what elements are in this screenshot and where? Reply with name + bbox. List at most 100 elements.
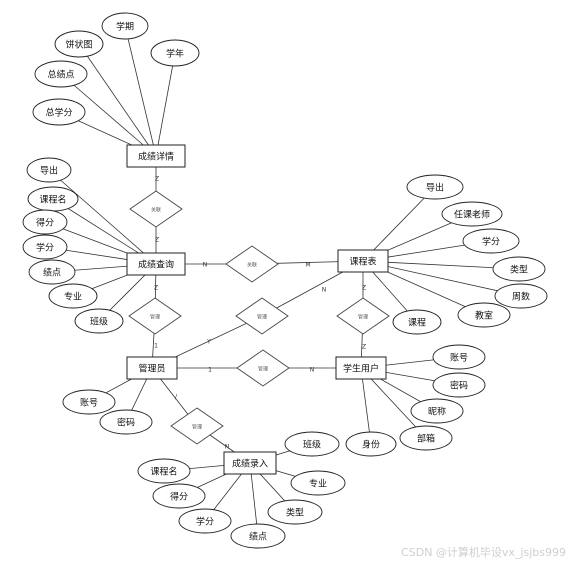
cardinality-label: Z	[155, 176, 159, 183]
attribute-a_cx_df: 得分	[22, 209, 68, 235]
relationship-r4: 管理	[235, 297, 289, 335]
attribute-label: 绩点	[43, 267, 61, 279]
attribute-label: 类型	[510, 264, 528, 276]
attribute-label: 课程	[408, 318, 426, 329]
entity-label: 管理员	[138, 363, 165, 375]
entity-cjlr: 成绩录入	[223, 451, 277, 475]
attribute-a_kc_js: 教室	[457, 302, 511, 328]
edges	[44, 25, 522, 537]
attribute-a_xs_bm: 部箱	[399, 425, 453, 451]
attribute-a_xs_mm: 密码	[432, 372, 486, 398]
relationship-label: 管理	[150, 314, 160, 321]
attribute-label: 部箱	[417, 433, 435, 445]
edge-a_xq_bz	[78, 43, 157, 157]
cardinality-label: N	[203, 262, 208, 269]
cardinality-label: Z	[154, 285, 158, 292]
entity-cjxq: 成绩详情	[126, 144, 186, 168]
attribute-label: 学分	[482, 236, 500, 248]
relationship-r6: 管理	[236, 349, 290, 387]
attribute-label: 班级	[90, 316, 108, 328]
edge-a_kc_dc	[362, 186, 436, 262]
cardinality-label: N	[225, 444, 230, 451]
attribute-a_xs_nc: 昵称	[410, 398, 464, 424]
relationship-label: 关联	[151, 207, 161, 214]
attribute-label: 导出	[40, 165, 58, 177]
edge-a_kc_zs	[362, 260, 522, 297]
attribute-a_gl_mm: 密码	[99, 409, 153, 435]
edge-a_cx_dc	[48, 169, 157, 265]
cardinality-label: Z	[155, 237, 159, 244]
edge-a_xq_xq	[124, 25, 157, 157]
attribute-a_xq_zjd: 总绩点	[34, 60, 88, 88]
attribute-a_kc_rkls: 任课老师	[441, 201, 503, 227]
attribute-label: 密码	[450, 380, 468, 392]
relationship-r7: 管理	[170, 407, 224, 445]
attribute-label: 类型	[286, 507, 304, 519]
attribute-a_xq_bz: 饼状图	[54, 30, 104, 58]
cardinality-label: Z	[362, 285, 366, 292]
attribute-label: 学年	[166, 48, 184, 60]
attribute-label: 教室	[475, 310, 493, 322]
entity-glr: 管理员	[126, 356, 178, 380]
edge-a_xq_zjd	[60, 73, 157, 157]
attribute-label: 学分	[196, 516, 214, 528]
attribute-a_cx_kcm: 课程名	[27, 186, 79, 212]
cardinality-label: N	[310, 367, 315, 374]
entity-cjcx: 成绩查询	[126, 252, 186, 276]
attribute-label: 身份	[362, 439, 380, 451]
relationship-r1: 关联	[129, 190, 183, 228]
attribute-label: 昵称	[428, 406, 446, 418]
watermark: CSDN @计算机毕设vx_jsjbs999	[401, 545, 566, 559]
attribute-a_xq_zxf: 总学分	[32, 98, 86, 126]
attribute-label: 密码	[117, 417, 135, 429]
entity-label: 成绩录入	[232, 458, 268, 470]
attribute-label: 得分	[36, 217, 54, 229]
entity-kcb: 课程表	[337, 249, 389, 273]
attribute-label: 班级	[303, 439, 321, 451]
attribute-label: 专业	[309, 478, 327, 490]
attribute-label: 总绩点	[47, 69, 74, 81]
relationship-r3: 管理	[128, 297, 182, 335]
cardinality-label: N	[322, 287, 327, 294]
attribute-label: 账号	[450, 353, 468, 364]
attribute-label: 绩点	[249, 531, 267, 543]
relationship-label: 关联	[247, 262, 257, 269]
attribute-a_lr_xf: 学分	[178, 508, 232, 534]
attribute-label: 课程名	[150, 466, 177, 478]
attribute-label: 导出	[426, 182, 444, 194]
cardinality-label: 1	[154, 343, 158, 350]
relationship-label: 管理	[257, 314, 267, 321]
relationship-label: 管理	[192, 424, 202, 431]
entity-label: 成绩查询	[138, 259, 174, 271]
attribute-label: 学期	[116, 21, 134, 33]
attribute-a_kc_lx: 类型	[492, 256, 546, 282]
entity-label: 成绩详情	[138, 151, 174, 163]
attribute-label: 课程名	[39, 194, 66, 206]
entity-label: 课程表	[349, 256, 376, 268]
attribute-a_xq_xq: 学期	[101, 12, 149, 40]
attribute-label: 饼状图	[65, 39, 92, 51]
edge-a_xs_bm	[360, 367, 427, 439]
edge-a_xs_sf	[360, 367, 372, 445]
cardinality-label: 1	[208, 367, 212, 374]
entity-label: 学生用户	[343, 363, 379, 375]
relationship-r5: 管理	[336, 297, 390, 335]
attribute-a_kc_dc: 导出	[406, 174, 464, 200]
attribute-a_cx_zy: 专业	[48, 283, 98, 309]
attribute-label: 总学分	[45, 107, 72, 119]
attribute-a_lr_kcm: 课程名	[137, 458, 191, 484]
attribute-a_cx_xf: 学分	[22, 234, 68, 260]
attribute-label: 得分	[170, 491, 188, 503]
attribute-a_kc_xf: 学分	[462, 228, 520, 254]
attribute-label: 学分	[36, 242, 54, 254]
attribute-label: 任课老师	[454, 209, 490, 221]
relationship-r2: 关联	[225, 245, 279, 283]
attribute-label: 周数	[512, 291, 530, 303]
cardinality-label: Z	[362, 344, 366, 351]
cardinality-label: /	[175, 394, 178, 401]
attribute-a_gl_zh: 账号	[62, 389, 116, 415]
cardinality-label: M	[305, 262, 310, 269]
entity-xsyh: 学生用户	[335, 356, 387, 380]
